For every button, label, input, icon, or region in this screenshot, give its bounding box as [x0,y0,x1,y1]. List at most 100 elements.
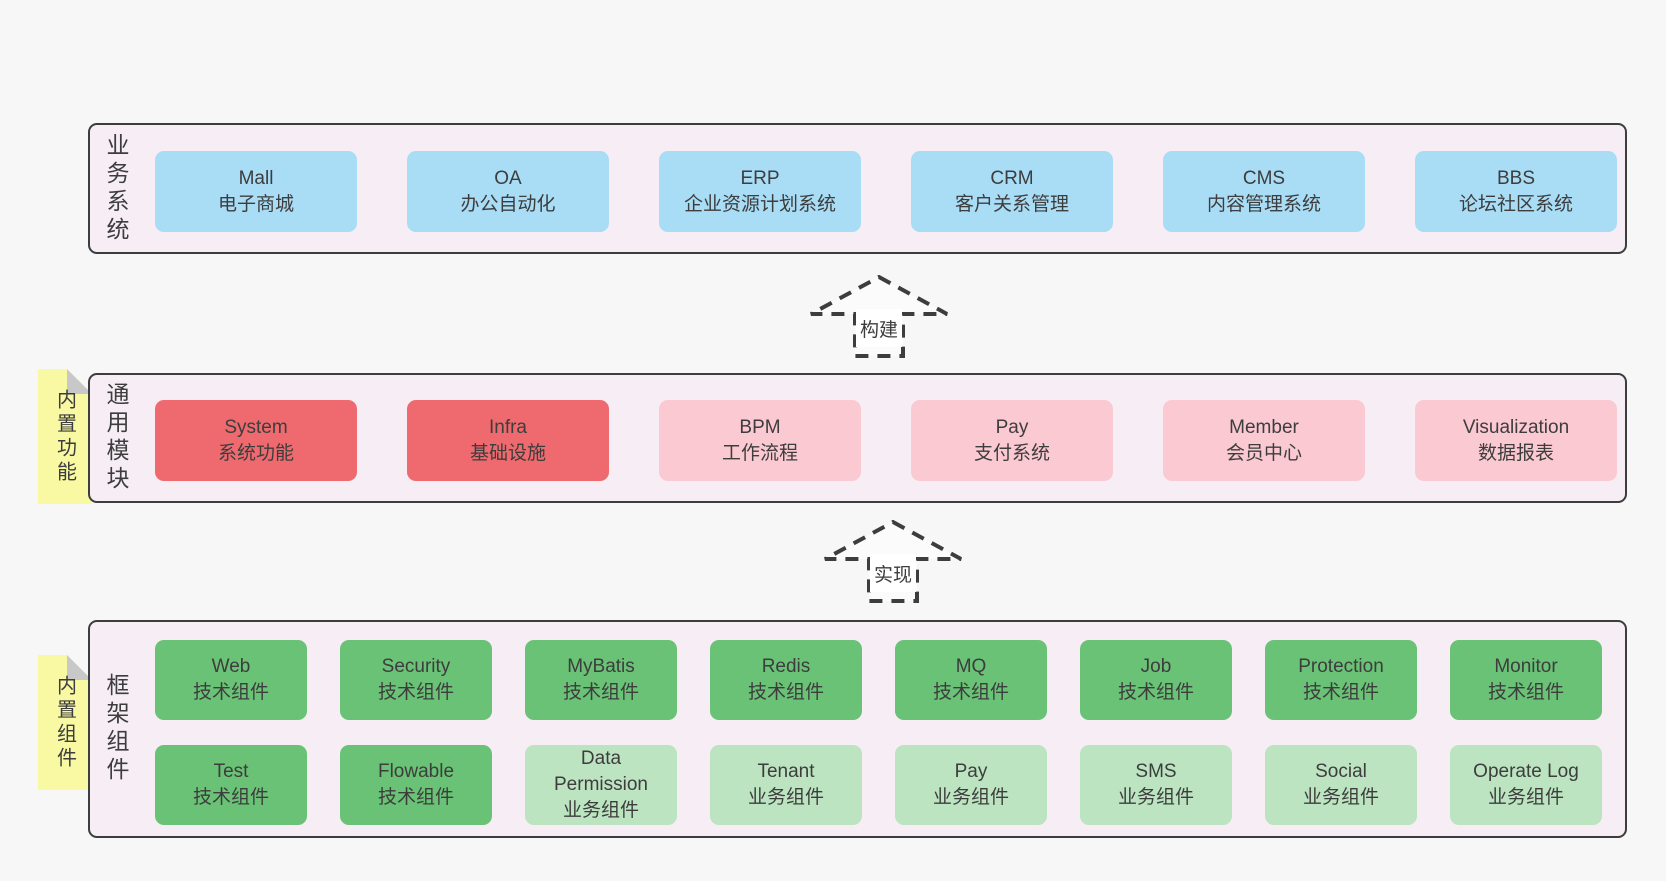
section-label-business-systems: 业务系统 [103,132,129,245]
card-title: Data Permission [554,748,648,795]
card-title: Visualization [1462,416,1570,438]
card-subtitle: 技术组件 [377,682,454,703]
card-infra: Infra 基础设施 [407,400,609,481]
card-subtitle: 业务组件 [932,787,1009,808]
card-subtitle: 业务组件 [1117,787,1194,808]
card-subtitle: 系统功能 [217,442,294,464]
sticky-note-built-in-features: 内置功能 [38,369,92,504]
card-subtitle: 技术组件 [562,682,639,703]
note-label: 内置组件 [53,674,76,771]
card-subtitle: 技术组件 [1117,682,1194,703]
common-modules-row: System 系统功能 Infra 基础设施 BPM 工作流程 Pay 支付系统… [155,400,1617,481]
card-tenant: Tenant 业务组件 [710,745,862,825]
card-subtitle: 技术组件 [192,787,269,808]
section-common-modules: 通用模块 System 系统功能 Infra 基础设施 BPM 工作流程 Pay… [88,373,1627,503]
card-subtitle: 会员中心 [1225,442,1302,464]
card-title: Security [381,656,451,677]
card-subtitle: 业务组件 [1302,787,1379,808]
card-title: MQ [955,656,987,677]
card-title: Web [211,656,251,677]
card-mq: MQ 技术组件 [895,640,1047,720]
card-title: Test [213,761,249,782]
card-subtitle: 工作流程 [721,442,798,464]
card-member: Member 会员中心 [1163,400,1365,481]
card-title: BBS [1496,167,1536,189]
card-subtitle: 企业资源计划系统 [683,193,836,215]
sticky-note-built-in-components: 内置组件 [38,655,92,790]
card-sms: SMS 业务组件 [1080,745,1232,825]
card-title: Flowable [377,761,455,782]
card-title: Monitor [1494,656,1558,677]
card-social: Social 业务组件 [1265,745,1417,825]
arrow-label-implement: 实现 [870,554,916,592]
card-subtitle: 论坛社区系统 [1458,193,1573,215]
card-system: System 系统功能 [155,400,357,481]
card-subtitle: 电子商城 [217,193,294,215]
card-title: Infra [488,416,528,438]
card-subtitle: 业务组件 [1487,787,1564,808]
card-subtitle: 业务组件 [562,800,639,821]
card-title: ERP [740,167,780,189]
card-title: CMS [1242,167,1286,189]
card-subtitle: 技术组件 [1487,682,1564,703]
card-bbs: BBS 论坛社区系统 [1415,151,1617,232]
card-subtitle: 技术组件 [377,787,454,808]
card-title: Job [1140,656,1172,677]
card-title: Member [1229,416,1299,438]
card-title: System [224,416,288,438]
card-subtitle: 办公自动化 [460,193,556,215]
section-business-systems: 业务系统 Mall 电子商城 OA 办公自动化 ERP 企业资源计划系统 CRM… [88,123,1627,254]
card-title: Pay [954,761,988,782]
card-monitor: Monitor 技术组件 [1450,640,1602,720]
section-framework-components: 框架组件 Web 技术组件 Security 技术组件 MyBatis 技术组件… [88,620,1627,838]
card-crm: CRM 客户关系管理 [911,151,1113,232]
card-title: CRM [990,167,1034,189]
card-subtitle: 内容管理系统 [1206,193,1321,215]
card-bpm: BPM 工作流程 [659,400,861,481]
card-subtitle: 基础设施 [469,442,546,464]
card-security: Security 技术组件 [340,640,492,720]
card-title: Operate Log [1473,761,1579,782]
card-title: Pay [995,416,1029,438]
framework-components-row-2: Test 技术组件 Flowable 技术组件 Data Permission … [155,745,1602,825]
card-title: SMS [1135,761,1177,782]
section-label-framework-components: 框架组件 [103,673,129,785]
card-subtitle: 技术组件 [747,682,824,703]
card-title: Mall [238,167,274,189]
card-mall: Mall 电子商城 [155,151,357,232]
card-title: BPM [739,416,781,438]
card-erp: ERP 企业资源计划系统 [659,151,861,232]
card-oa: OA 办公自动化 [407,151,609,232]
card-title: Redis [761,656,811,677]
card-title: OA [494,167,522,189]
card-data-permission: Data Permission 业务组件 [525,745,677,825]
card-pay-component: Pay 业务组件 [895,745,1047,825]
card-title: Social [1315,761,1367,782]
card-job: Job 技术组件 [1080,640,1232,720]
card-operate-log: Operate Log 业务组件 [1450,745,1602,825]
card-test: Test 技术组件 [155,745,307,825]
card-protection: Protection 技术组件 [1265,640,1417,720]
card-subtitle: 客户关系管理 [954,193,1069,215]
card-title: Protection [1298,656,1384,677]
card-title: MyBatis [567,656,635,677]
note-label: 内置功能 [53,388,76,485]
card-subtitle: 支付系统 [973,442,1050,464]
arrow-label-build: 构建 [856,309,902,347]
card-pay-system: Pay 支付系统 [911,400,1113,481]
card-subtitle: 技术组件 [932,682,1009,703]
card-redis: Redis 技术组件 [710,640,862,720]
card-visualization: Visualization 数据报表 [1415,400,1617,481]
card-cms: CMS 内容管理系统 [1163,151,1365,232]
business-systems-row: Mall 电子商城 OA 办公自动化 ERP 企业资源计划系统 CRM 客户关系… [155,151,1617,232]
card-subtitle: 技术组件 [192,682,269,703]
card-subtitle: 业务组件 [747,787,824,808]
section-label-common-modules: 通用模块 [103,382,129,494]
card-subtitle: 数据报表 [1477,442,1554,464]
framework-components-row-1: Web 技术组件 Security 技术组件 MyBatis 技术组件 Redi… [155,640,1602,720]
card-web: Web 技术组件 [155,640,307,720]
card-subtitle: 技术组件 [1302,682,1379,703]
card-flowable: Flowable 技术组件 [340,745,492,825]
card-mybatis: MyBatis 技术组件 [525,640,677,720]
